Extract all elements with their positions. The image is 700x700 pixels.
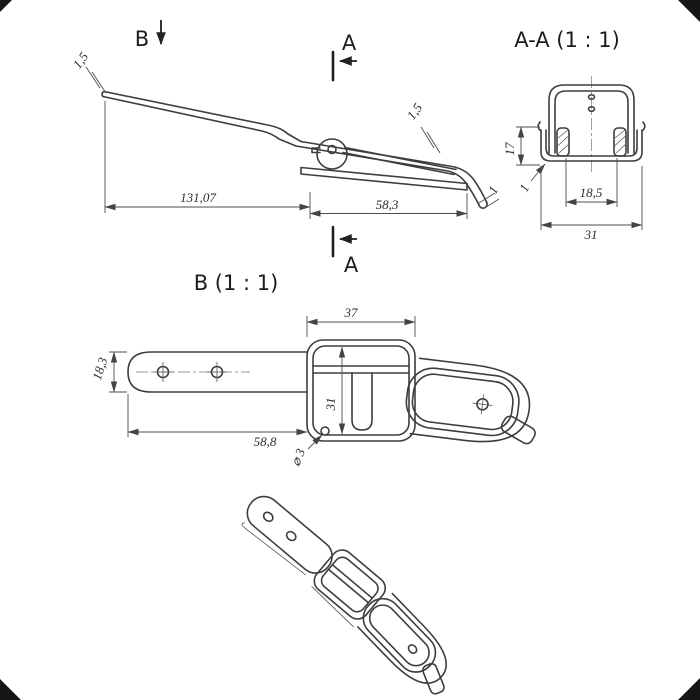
section-tray-lip-right <box>641 121 646 132</box>
top-housing-outer <box>306 339 416 442</box>
dim-housing-width: 31 <box>323 398 338 412</box>
section-wire-right <box>613 127 627 157</box>
iso-housing-side <box>311 586 354 628</box>
side-lever-tip <box>101 90 105 98</box>
iso-plate-thickness <box>241 522 306 576</box>
iso-hook-group <box>422 662 445 695</box>
top-lever-outer <box>405 367 520 437</box>
side-bail-outline <box>300 140 488 204</box>
side-base-plate <box>300 166 468 191</box>
iso-plate-hole-1 <box>262 511 274 523</box>
dim-inner-width: 18,5 <box>580 185 603 200</box>
iso-plate <box>246 495 333 574</box>
ext-cover-a <box>420 126 435 149</box>
top-housing-inner <box>312 345 410 436</box>
dim-hook-thickness: 1 <box>485 183 501 196</box>
dim-hole-diameter: ⌀ 3 <box>288 446 309 468</box>
section-tray-lip-left <box>537 121 542 132</box>
section-rivet-hole-top <box>587 94 596 101</box>
corner-mark-bottom-right <box>678 678 700 700</box>
side-lever-outline <box>103 90 302 143</box>
section-channel-outer <box>548 84 635 154</box>
top-view-title: B (1 : 1) <box>194 271 279 295</box>
section-channel-inner <box>554 90 629 154</box>
top-hook-tab <box>500 415 536 445</box>
iso-housing-inner <box>320 556 379 613</box>
dim-height: 17 <box>502 142 517 156</box>
ext-hook-b <box>482 198 500 210</box>
cut-label-a-bottom: A <box>344 253 359 277</box>
dim-cover-thickness: 1,5 <box>404 100 426 122</box>
top-lever-inner <box>411 373 514 431</box>
top-hook-group <box>500 415 536 445</box>
iso-housing-wire <box>327 563 374 604</box>
top-view-b: B (1 : 1) 37 18 <box>89 271 536 468</box>
section-tray-outer <box>540 129 643 162</box>
iso-lever-inner <box>368 604 430 667</box>
top-lever-hole-cross <box>472 394 493 415</box>
section-wire-left-hatch <box>557 129 570 154</box>
dim-plate-width: 18,3 <box>89 355 110 382</box>
side-pin-hole <box>327 144 337 155</box>
corner-mark-top-left <box>0 0 12 12</box>
side-view: 131,07 58,3 1,5 1,5 1 B A A <box>70 20 501 277</box>
top-plate-hole-1-cross <box>153 362 173 382</box>
section-view-aa: A-A (1 : 1) 17 1 18,5 31 <box>502 28 646 242</box>
side-pin <box>311 147 321 154</box>
section-wire-right-hatch <box>614 129 627 154</box>
top-plate-outline <box>127 351 308 393</box>
iso-lever-hole <box>407 644 418 654</box>
dim-overall-length: 131,07 <box>180 190 216 205</box>
side-ramp-top <box>344 146 457 171</box>
ext-tip-a <box>85 66 101 89</box>
top-plate-hole-2-cross <box>207 362 227 382</box>
section-rivet-hole-bottom <box>587 106 596 113</box>
ext-tip-b <box>91 71 107 94</box>
side-lever-outline-bottom <box>102 95 297 147</box>
ext-hook-a <box>478 192 496 204</box>
dim-tip-thickness: 1,5 <box>70 49 92 71</box>
leader-1 <box>530 163 546 182</box>
isometric-view <box>241 495 448 695</box>
top-lever-group <box>405 357 531 443</box>
dim-body-length: 58,3 <box>376 197 399 212</box>
section-tray-inner <box>545 129 638 157</box>
dim-flange-thickness: 1 <box>516 181 532 194</box>
cut-label-a-top: A <box>342 31 357 55</box>
iso-housing-outer <box>313 549 387 620</box>
iso-hook-tab <box>422 662 445 695</box>
side-ramp-bottom <box>342 151 455 176</box>
dim-plate-length: 58,8 <box>254 434 277 449</box>
section-wire-left <box>556 127 570 157</box>
corner-mark-bottom-left <box>0 679 21 700</box>
iso-lever-outer <box>362 597 437 673</box>
iso-plate-hole-2 <box>285 530 297 542</box>
section-view-title: A-A (1 : 1) <box>514 28 620 52</box>
ext-cover-b <box>426 131 441 154</box>
top-housing-wire <box>312 365 410 374</box>
top-loop <box>409 357 531 443</box>
corner-mark-top-right <box>678 0 700 22</box>
cut-label-b: B <box>135 27 149 51</box>
dim-frame-width: 37 <box>344 305 359 320</box>
leader-dia3 <box>307 434 323 450</box>
dim-outer-width: 31 <box>584 227 598 242</box>
top-rivet-hole <box>320 426 330 436</box>
top-housing-tongue <box>351 372 373 431</box>
